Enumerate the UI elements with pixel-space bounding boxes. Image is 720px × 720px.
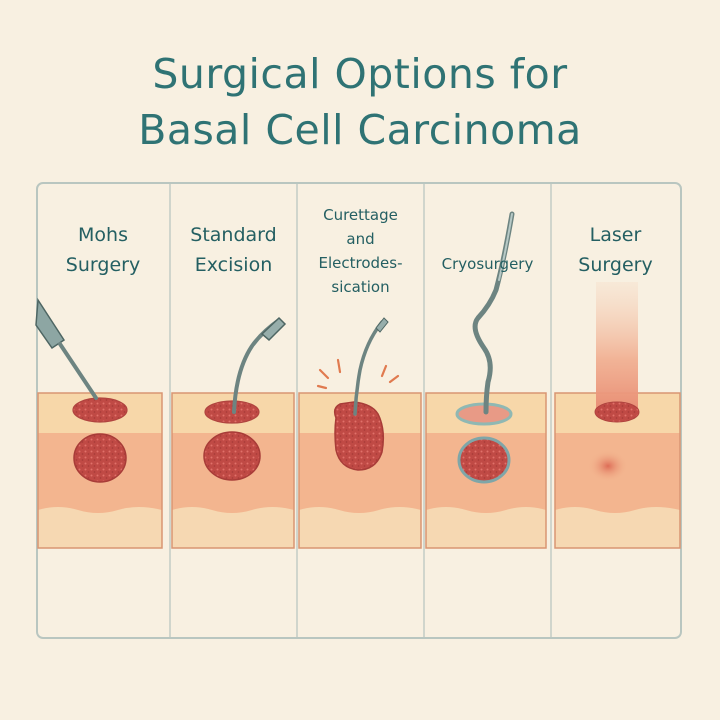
- label-mohs-line-2: Surgery: [65, 254, 141, 276]
- label-cryo-line-1: Cryosurgery: [441, 255, 534, 273]
- laser-spot-surface: [594, 401, 640, 423]
- curette-icon: [353, 317, 389, 416]
- laser-glow-deep: [588, 450, 628, 482]
- label-mohs-line-1: Mohs: [78, 224, 128, 246]
- laser-beam: [596, 282, 638, 410]
- panel-dividers: [169, 184, 552, 637]
- label-excision-line-2: Excision: [194, 254, 273, 276]
- panels-frame: [36, 182, 682, 639]
- mohs-tumor-deep: [73, 433, 127, 483]
- label-excision-line-1: Standard: [190, 224, 277, 246]
- mohs-scalpel-icon: [35, 297, 98, 400]
- label-laser: Laser Surgery: [551, 220, 680, 280]
- spark-lines: [316, 358, 400, 390]
- diagram-title: Surgical Options for Basal Cell Carcinom…: [0, 46, 720, 158]
- label-curettage-line-2: and: [346, 230, 375, 248]
- title-line-2: Basal Cell Carcinoma: [138, 106, 582, 154]
- cryoprobe-icon: [472, 211, 515, 415]
- label-curettage-line-1: Curettage: [323, 206, 398, 224]
- excision-probe-icon: [232, 316, 287, 414]
- curettage-tumor: [333, 401, 385, 471]
- label-laser-line-1: Laser: [589, 224, 642, 246]
- label-excision: Standard Excision: [170, 220, 297, 280]
- skin-block-laser: [554, 392, 681, 549]
- mohs-tumor-surface: [72, 397, 128, 423]
- label-laser-line-2: Surgery: [578, 254, 653, 276]
- label-cryo: Cryosurgery: [424, 252, 551, 276]
- label-mohs: Mohs Surgery: [38, 220, 168, 280]
- label-curettage-line-4: sication: [331, 278, 390, 296]
- label-curettage: Curettage and Electrodes- sication: [297, 203, 424, 299]
- cryo-tumor-deep: [457, 436, 511, 484]
- title-line-1: Surgical Options for: [152, 50, 568, 98]
- label-curettage-line-3: Electrodes-: [318, 254, 403, 272]
- excision-tumor-deep: [203, 431, 261, 481]
